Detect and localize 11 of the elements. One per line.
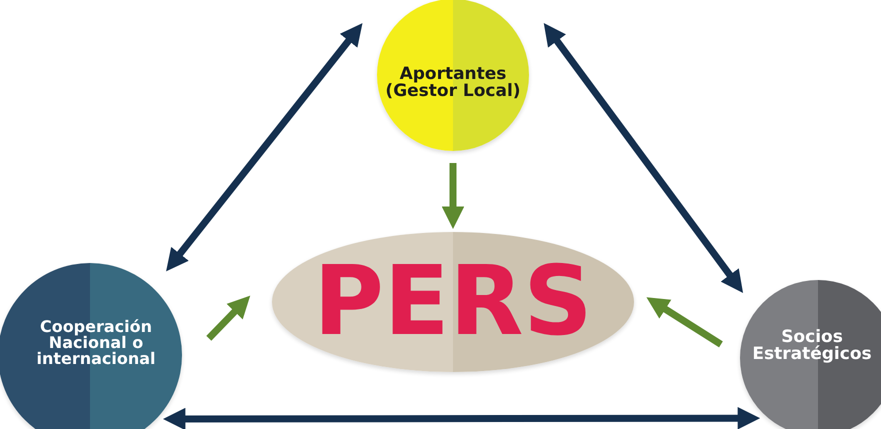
node-label: Aportantes (Gestor Local) (384, 66, 522, 100)
arrow (646, 297, 723, 348)
arrow (544, 23, 744, 293)
node-label: Socios Estratégicos (751, 328, 873, 364)
arrow (206, 296, 250, 341)
circle-node (740, 280, 881, 429)
node-label: Cooperación Nacional o internacional (35, 318, 157, 368)
arrow (442, 163, 464, 229)
arrow (166, 23, 362, 272)
arrow (163, 407, 760, 429)
node-label: PERS (312, 253, 594, 351)
